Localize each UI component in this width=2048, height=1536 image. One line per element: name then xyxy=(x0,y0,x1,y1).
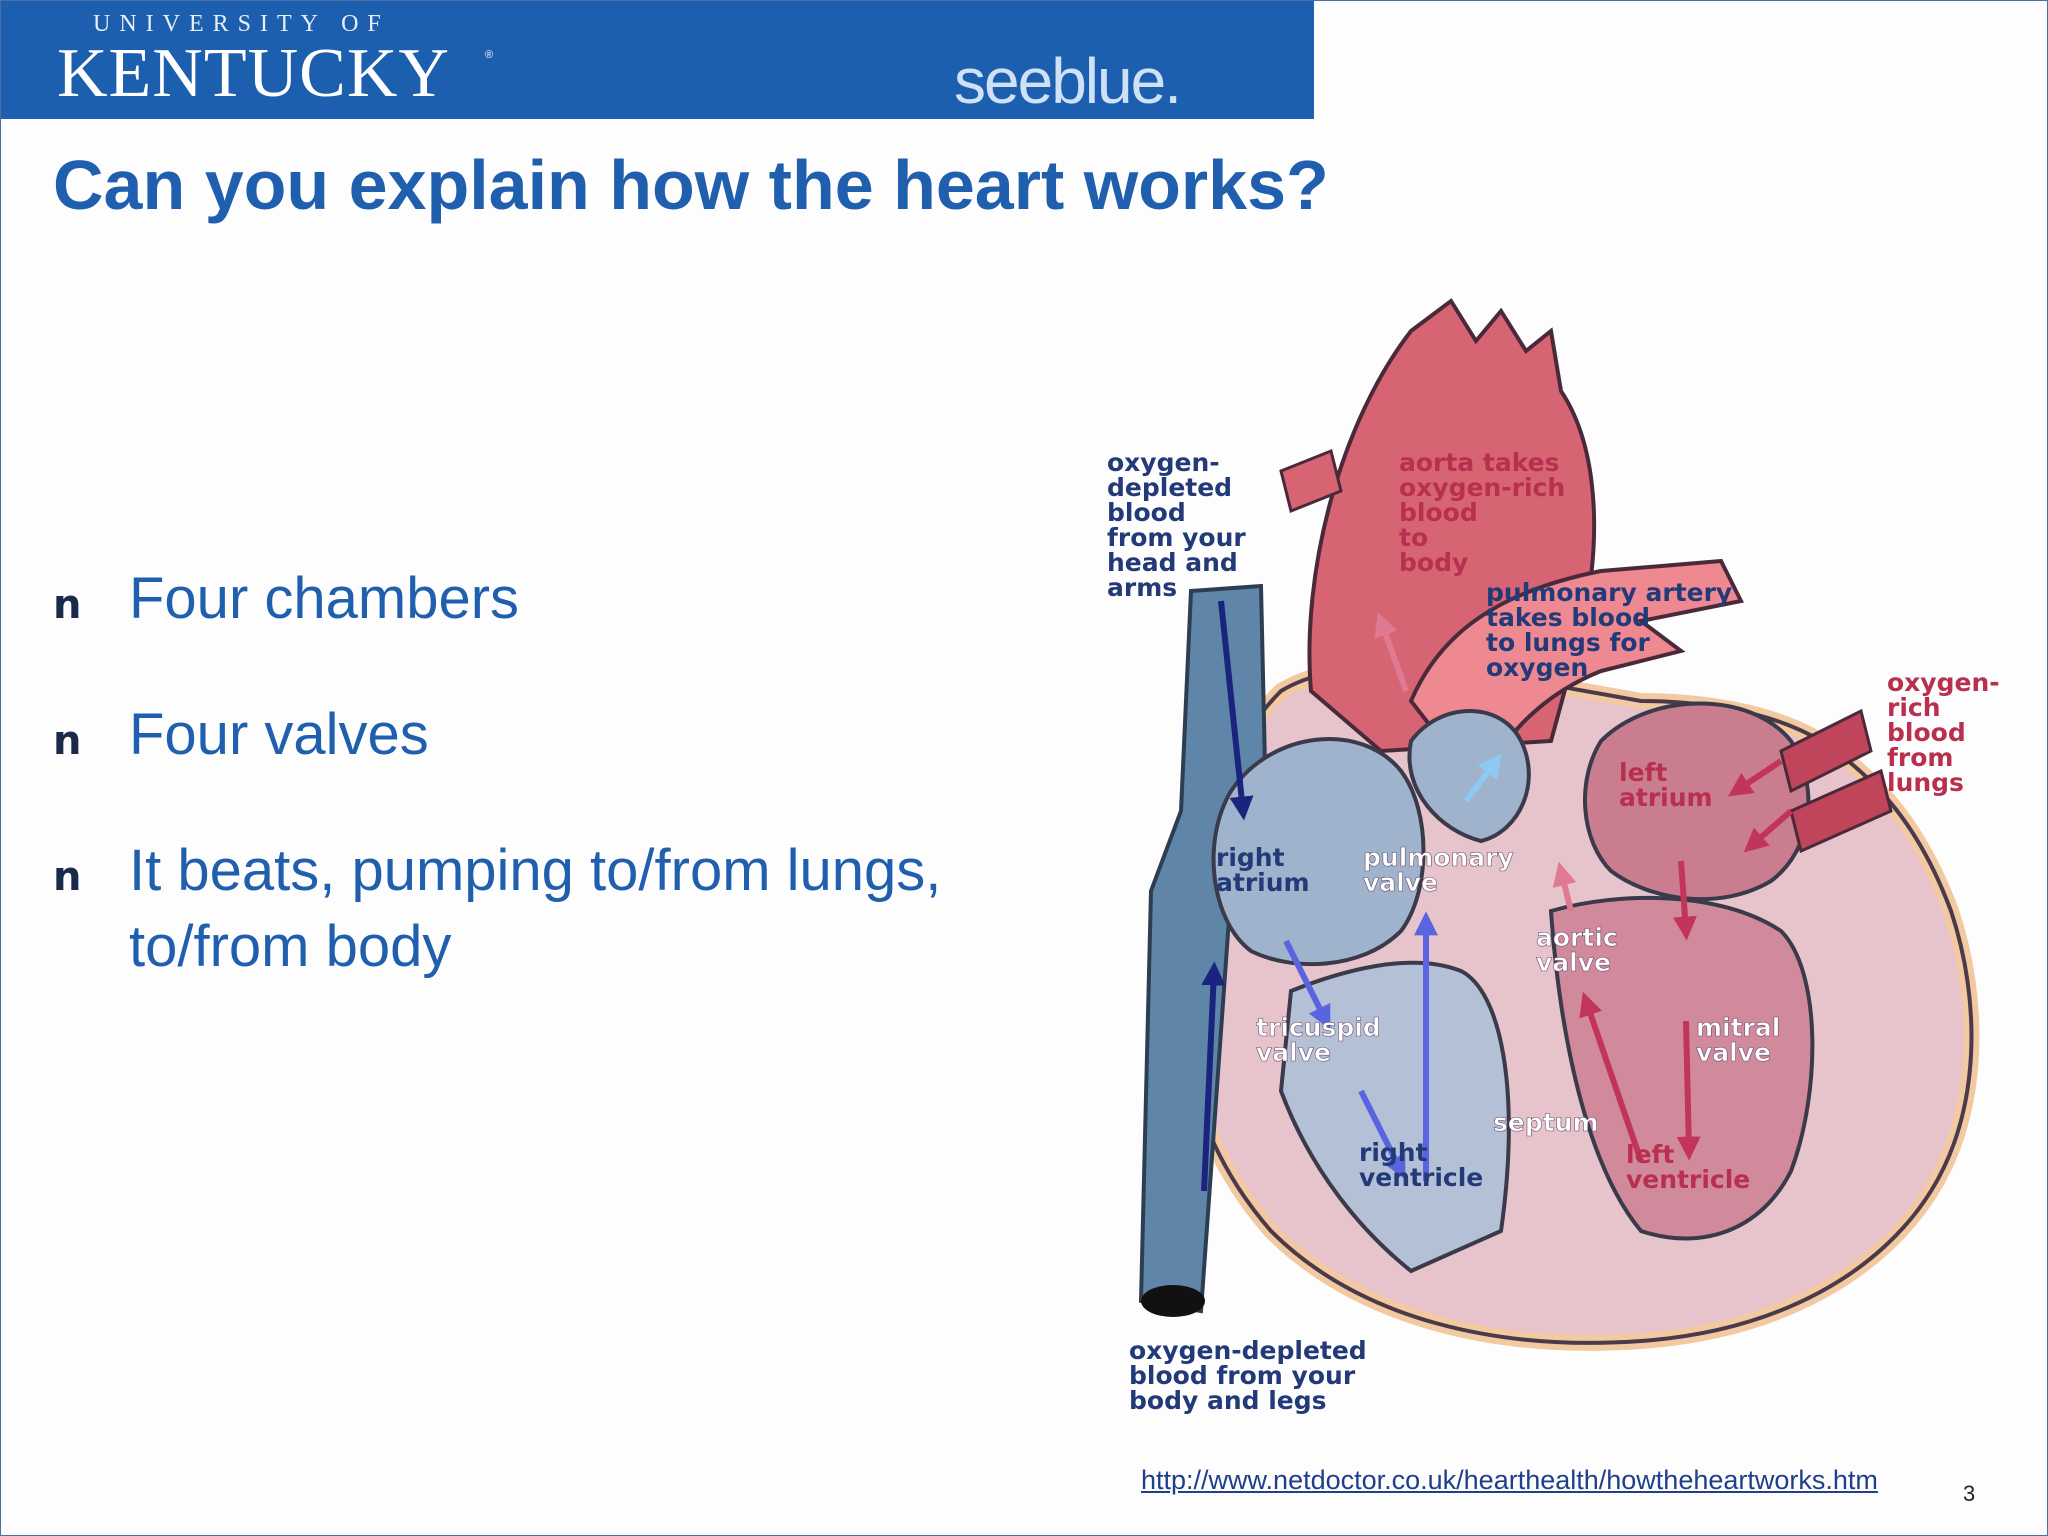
label-right-atrium: right atrium xyxy=(1216,843,1310,897)
right-ventricle xyxy=(1278,960,1511,1274)
bullet-text: Four chambers xyxy=(129,566,520,631)
label-body-legs: oxygen-depleted blood from your body and… xyxy=(1129,1336,1375,1415)
arrow-left-ventricle-up xyxy=(1579,991,1644,1162)
label-left-atrium: left atrium xyxy=(1619,758,1713,812)
arrow-pulmonary-valve-out xyxy=(1463,753,1502,803)
university-banner: UNIVERSITY OF KENTUCKY ® seeblue. xyxy=(1,1,1314,119)
label-mitral-valve: mitral valve xyxy=(1696,1013,1789,1067)
heart-diagram: oxygen- depleted blood from your head an… xyxy=(1107,298,2008,1415)
page-number: 3 xyxy=(1963,1481,1976,1506)
label-left-ventricle: left ventricle xyxy=(1626,1140,1750,1194)
arrow-lungs-to-left-atrium-2 xyxy=(1743,808,1793,853)
label-tricuspid-valve: tricuspid valve xyxy=(1256,1013,1389,1067)
bullet-marker: n xyxy=(53,582,82,628)
label-head-arms: oxygen- depleted blood from your head an… xyxy=(1107,448,1254,602)
bullet-item: n It beats, pumping to/from lungs, to/fr… xyxy=(53,833,1053,985)
aorta-branch xyxy=(1279,448,1343,514)
vena-cava xyxy=(1138,583,1269,1314)
arrow-aortic-valve-out xyxy=(1552,861,1577,912)
arrow-into-left-ventricle xyxy=(1676,1020,1701,1161)
label-from-lungs: oxygen- rich blood from lungs xyxy=(1887,668,2008,797)
bullet-item: n Four valves xyxy=(53,697,1053,773)
arrow-aorta-up xyxy=(1374,611,1409,693)
label-right-ventricle: right ventricle xyxy=(1359,1138,1483,1192)
label-pulmonary-valve: pulmonary valve xyxy=(1363,843,1523,897)
pulmonary-valve-region xyxy=(1407,709,1531,844)
arrow-head-arms-inflow xyxy=(1218,600,1254,821)
bullet-item: n Four chambers xyxy=(53,561,1053,637)
seeblue-tagline: seeblue. xyxy=(954,45,1182,117)
left-ventricle xyxy=(1548,895,1815,1241)
label-aortic-valve: aortic valve xyxy=(1536,923,1626,977)
bullet-text-continued: to/from body xyxy=(129,914,452,979)
arrow-body-legs-inflow xyxy=(1201,961,1226,1192)
arrow-into-right-ventricle xyxy=(1358,1089,1406,1180)
kentucky-wordmark: KENTUCKY xyxy=(57,35,450,112)
bullet-list: n Four chambers n Four valves n It beats… xyxy=(53,561,1053,1045)
bullet-text: It beats, pumping to/from lungs, xyxy=(129,838,942,903)
arrow-right-atrium-to-ventricle xyxy=(1283,939,1331,1030)
arrow-lungs-to-left-atrium xyxy=(1728,758,1783,797)
bullet-text: Four valves xyxy=(129,702,429,767)
bullet-marker: n xyxy=(53,854,82,900)
bullet-marker: n xyxy=(53,718,82,764)
university-of-text: UNIVERSITY OF xyxy=(93,11,390,37)
label-septum: septum xyxy=(1493,1108,1599,1137)
label-aorta: aorta takes oxygen-rich blood to body xyxy=(1399,448,1574,577)
pulmonary-veins xyxy=(1779,708,1893,854)
arrow-left-atrium-to-ventricle xyxy=(1673,860,1697,941)
inferior-vena-cava-opening xyxy=(1141,1285,1205,1317)
registered-mark: ® xyxy=(485,49,494,61)
slide-title: Can you explain how the heart works? xyxy=(53,146,1329,224)
label-pulmonary-artery: pulmonary artery takes blood to lungs fo… xyxy=(1486,578,1741,682)
right-atrium xyxy=(1211,736,1426,967)
source-link[interactable]: http://www.netdoctor.co.uk/hearthealth/h… xyxy=(1141,1465,1878,1495)
